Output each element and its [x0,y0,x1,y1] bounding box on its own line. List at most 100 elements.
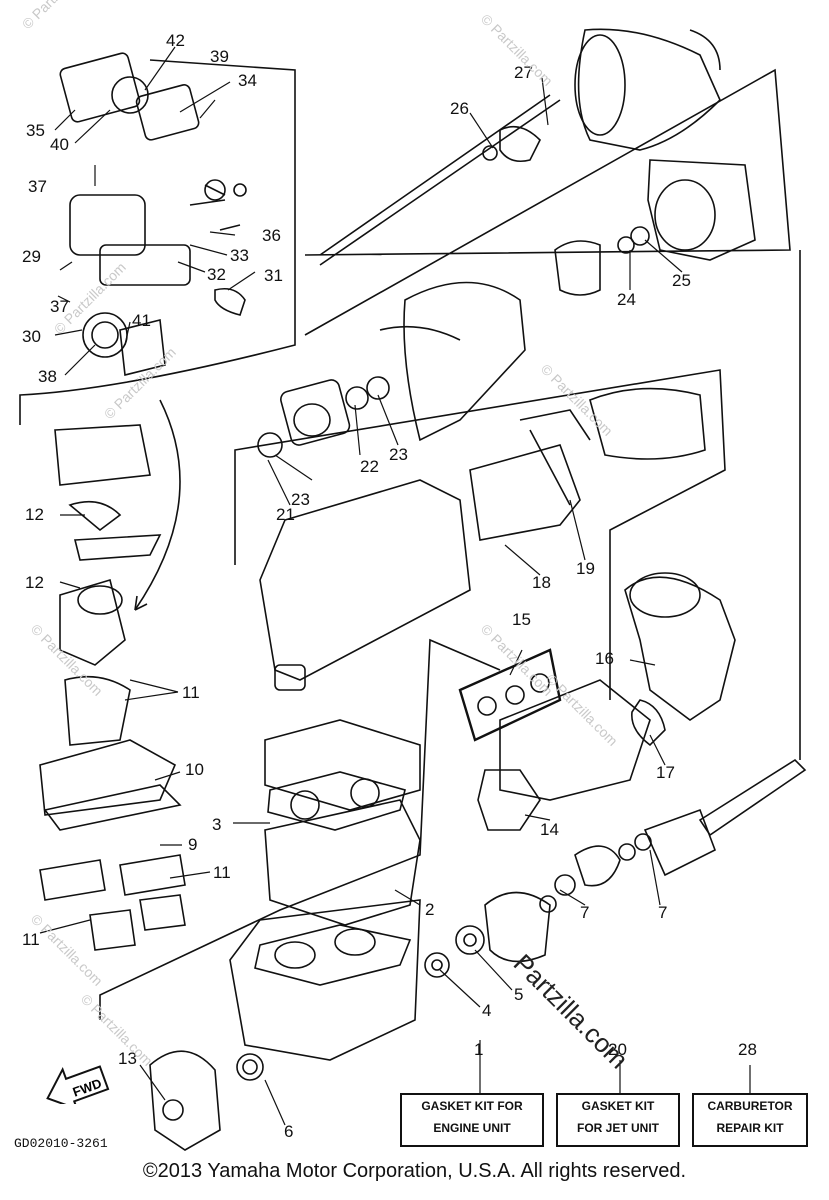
cylinder-block [264,799,421,926]
callout-17: 17 [656,763,675,782]
arrow-curve [134,399,181,611]
callout-36: 36 [262,226,281,245]
carb-section-outline [19,59,296,425]
callout-13: 13 [118,1049,137,1068]
bearing-housing [280,379,351,446]
callout-14: 14 [540,820,559,839]
manifold-gasket [458,648,562,742]
callout-18: 18 [532,573,551,592]
cylinder-head [264,719,421,811]
carb-body [69,194,146,256]
base-gasket [254,924,412,986]
reed-cover [54,424,151,486]
head-gasket [267,771,406,831]
kit-box-jet-gasket: GASKET KIT FOR JET UNIT [556,1093,680,1147]
callout-27: 27 [514,63,533,82]
callout-3: 3 [212,815,221,834]
drive-shaft-lower [698,758,807,837]
callout-12a: 12 [25,505,44,524]
kit-box-engine-gasket: GASKET KIT FOR ENGINE UNIT [400,1093,544,1147]
callout-22: 22 [360,457,379,476]
callout-23b: 23 [389,445,408,464]
callout-5: 5 [514,985,523,1004]
callout-7a: 7 [658,903,667,922]
callout-31: 31 [264,266,283,285]
callout-4: 4 [482,1001,491,1020]
callout-7b: 7 [580,903,589,922]
callout-8: 9 [188,835,197,854]
drive-section-outline [234,369,726,700]
callout-40: 40 [50,135,69,154]
callout-41: 41 [132,311,151,330]
callout-34: 34 [238,71,257,90]
callout-23a: 23 [291,490,310,509]
carb-diaphragm-cover [135,84,200,141]
watermark: © Partzilla.com [19,0,97,32]
impeller-housing [647,159,756,261]
jet-nozzle [577,28,721,151]
flywheel-cover [149,1050,221,1151]
callout-6: 6 [284,1122,293,1141]
engine-section-outline [99,638,501,1020]
coupling [643,808,717,877]
kit-label: FOR JET UNIT [576,1121,659,1135]
callout-16: 16 [595,649,614,668]
callout-32: 32 [207,265,226,284]
carb-float-bowl [99,244,191,286]
exhaust-elbow [624,576,736,721]
copyright-footer: ©2013 Yamaha Motor Corporation, U.S.A. A… [142,1160,687,1182]
water-box [259,479,471,681]
callout-19: 19 [576,559,595,578]
kit-label: CARBURETOR [707,1099,793,1113]
callout-38: 38 [38,367,57,386]
kit-number: 1 [474,1040,484,1059]
exhaust-pipe [469,444,581,541]
impeller [554,240,601,296]
watermark: © Partzilla.com [543,671,621,749]
intake-duct [403,281,526,442]
callout-10: 11 [182,683,200,702]
callout-29: 29 [22,247,41,266]
callout-11a: 11 [213,863,231,882]
callout-26: 26 [450,99,469,118]
kit-label: ENGINE UNIT [433,1121,511,1135]
carb-plate [59,52,141,123]
callout-15: 15 [512,610,531,629]
reed-valve-block [39,739,177,816]
callout-37a: 37 [28,177,47,196]
callout-42: 42 [166,31,185,50]
muffler [589,387,706,460]
callout-37b: 37 [50,297,69,316]
callout-11b: 11 [22,930,40,949]
drive-shaft [319,94,561,266]
diagram-code: GD02010-3261 [14,1136,108,1151]
callout-33: 33 [230,246,249,265]
forward-arrow-icon: FWD [46,1065,110,1104]
kit-number: 28 [738,1040,757,1059]
crankcase [229,899,421,1061]
coupling-housing [484,891,551,963]
damper [574,845,621,887]
kit-number: 20 [608,1040,627,1059]
watermark: © Partzilla.com [28,621,106,699]
watermark: © Partzilla.com [478,621,556,699]
kit-label: GASKET KIT FOR [421,1099,523,1113]
exhaust-manifold [499,679,651,801]
callout-24: 24 [617,290,636,309]
callout-35: 35 [26,121,45,140]
callout-39: 39 [210,47,229,66]
callout-9: 10 [185,760,204,779]
callout-25: 25 [672,271,691,290]
kit-label: REPAIR KIT [716,1121,784,1135]
watermark: © Partzilla.com [538,361,616,439]
kit-box-carb-repair: CARBURETOR REPAIR KIT [692,1093,808,1147]
callout-30: 30 [22,327,41,346]
reed-gasket [43,784,182,831]
jet-section-outline [304,68,791,336]
callout-12b: 12 [25,573,44,592]
intake-manifold [59,578,126,666]
callout-2: 2 [425,900,434,919]
callout-21: 21 [276,505,295,524]
kit-label: GASKET KIT [581,1099,655,1113]
